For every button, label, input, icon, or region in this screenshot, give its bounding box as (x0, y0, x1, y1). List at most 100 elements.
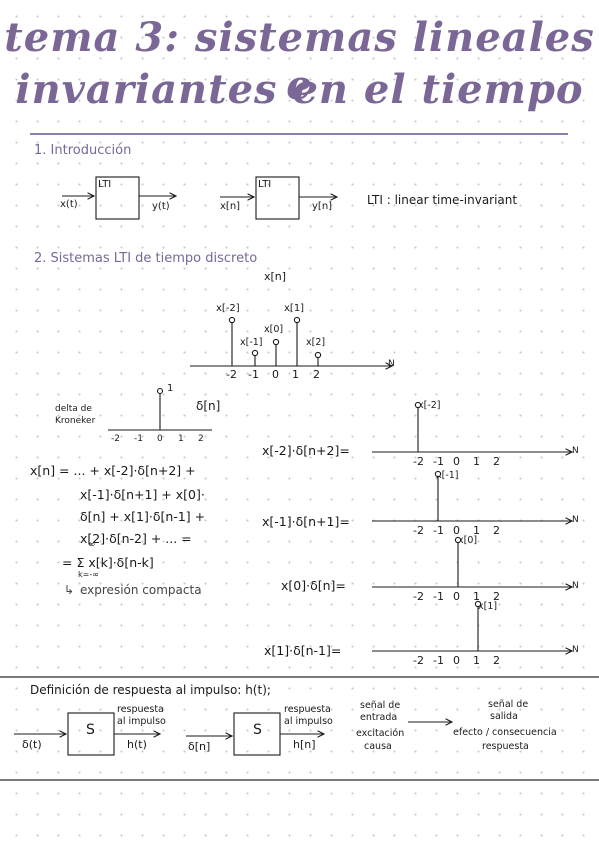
sum-lower: k=-∞ (78, 570, 99, 579)
lti2-box-label: LTI (258, 179, 272, 190)
decomp-tick: 1 (473, 455, 480, 468)
stem-label: x[1] (284, 303, 305, 314)
decomp-tick: 2 (493, 455, 500, 468)
decomp-tick: 2 (493, 654, 500, 667)
decomp-axis-end: N (572, 515, 579, 525)
axis-tick: 2 (313, 368, 320, 381)
signal-title: x[n] (264, 270, 287, 283)
bottom-divider (0, 779, 599, 781)
decomp-tick: 2 (493, 524, 500, 537)
decomp-tick: 0 (453, 590, 460, 603)
axis-tick: -2 (226, 368, 237, 381)
decomp-lhs: x[-2]·δ[n+2]= (262, 443, 350, 458)
signal-stem-head (251, 349, 259, 357)
delta-label-1: delta de (55, 404, 92, 414)
delta-name: δ[n] (196, 399, 221, 413)
lti2-input-label: x[n] (220, 201, 241, 212)
decomp-tick: 1 (473, 654, 480, 667)
imp1-input-label: δ(t) (22, 738, 42, 751)
output-desc: salida (490, 711, 518, 722)
imp2-box-label: S (253, 722, 262, 738)
lti1-input-label: x(t) (60, 199, 78, 210)
expansion-line: x[2]·δ[n-2] + ... = (80, 531, 192, 546)
decomp-tick: -1 (433, 455, 444, 468)
delta-stem-head (156, 387, 164, 395)
section-1-heading: 1. Introducción (34, 143, 132, 158)
output-desc: respuesta (482, 741, 529, 752)
decomp-tick: 0 (453, 654, 460, 667)
compact-formula: = Σ x[k]·δ[n-k] (62, 555, 154, 570)
signal-stem-head (314, 351, 322, 359)
signal-stem-head (272, 338, 280, 346)
decomp-tick: 0 (453, 455, 460, 468)
imp1-note: al impulso (117, 716, 166, 727)
axis-tick: 1 (292, 368, 299, 381)
signal-stem-head (293, 316, 301, 324)
stem-label: x[-2] (216, 303, 240, 314)
decomp-axis-end: N (572, 645, 579, 655)
decomp-stem-head (434, 470, 442, 478)
decomp-tick: -2 (413, 590, 424, 603)
expansion-line: x[-1]·δ[n+1] + x[0]· (80, 487, 205, 502)
delta-tick: 2 (198, 434, 204, 444)
section-3-heading: Definición de respuesta al impulso: h(t)… (30, 683, 271, 697)
sum-upper: ∞ (88, 540, 96, 550)
decomp-tick: 1 (473, 590, 480, 603)
decomp-tick: -1 (433, 524, 444, 537)
decomp-lhs: x[1]·δ[n-1]= (264, 643, 342, 658)
decomp-tick: -2 (413, 524, 424, 537)
title-line-1: tema 3: sistemas lineales e (4, 14, 595, 109)
section-divider (0, 676, 599, 678)
compact-note-arrow-icon: ↳ (64, 583, 75, 597)
decomp-tick: -2 (413, 654, 424, 667)
lti-note: LTI : linear time-invariant (367, 193, 518, 207)
imp1-box-label: S (86, 722, 95, 738)
decomp-tick: 1 (473, 524, 480, 537)
delta-label-2: Kroneker (55, 416, 96, 426)
decomp-sample: x[1] (478, 601, 498, 612)
imp1-note: respuesta (117, 704, 164, 715)
decomp-tick: -2 (413, 455, 424, 468)
imp2-note: respuesta (284, 704, 331, 715)
imp2-box (233, 712, 281, 756)
expansion-line: x[n] = ... + x[-2]·δ[n+2] + (30, 463, 196, 478)
decomp-tick: -1 (433, 654, 444, 667)
lti1-box (95, 176, 140, 220)
delta-tick: 1 (178, 434, 184, 444)
stem-label: x[0] (264, 324, 284, 335)
delta-value: 1 (167, 383, 174, 394)
input-desc: señal de (360, 700, 401, 711)
decomp-stem-head (454, 536, 462, 544)
imp2-output-label: h[n] (293, 738, 316, 751)
stem-label: x[-1] (240, 337, 263, 348)
imp1-output-label: h(t) (127, 738, 147, 751)
delta-tick: -2 (111, 434, 120, 444)
delta-tick: 0 (157, 434, 163, 444)
expansion-line: δ[n] + x[1]·δ[n-1] + (80, 509, 206, 524)
imp2-input-label: δ[n] (188, 740, 211, 753)
title-line-2: invariantes en el tiempo (15, 66, 584, 113)
output-desc: efecto / consecuencia (453, 727, 557, 738)
lti1-output-label: y(t) (152, 201, 170, 212)
axis-tick: 0 (272, 368, 279, 381)
decomp-stem-head (414, 401, 422, 409)
decomp-sample: x[-2] (418, 400, 441, 411)
lti2-box (255, 176, 300, 220)
imp1-box (67, 712, 115, 756)
section-2-heading: 2. Sistemas LTI de tiempo discreto (34, 251, 258, 266)
signal-stem-head (228, 316, 236, 324)
decomp-stem-head (474, 600, 482, 608)
stem-label: x[2] (306, 337, 326, 348)
decomp-axis-end: N (572, 581, 579, 591)
lti1-box-label: LTI (98, 179, 112, 190)
title-underline (30, 133, 568, 135)
delta-tick: -1 (134, 434, 143, 444)
decomp-tick: -1 (433, 590, 444, 603)
input-desc: entrada (360, 712, 398, 723)
decomp-sample: x[0] (458, 535, 478, 546)
decomp-axis-end: N (572, 446, 579, 456)
decomp-sample: x[-1] (436, 470, 459, 481)
input-desc: causa (364, 741, 392, 752)
decomp-tick: 0 (453, 524, 460, 537)
